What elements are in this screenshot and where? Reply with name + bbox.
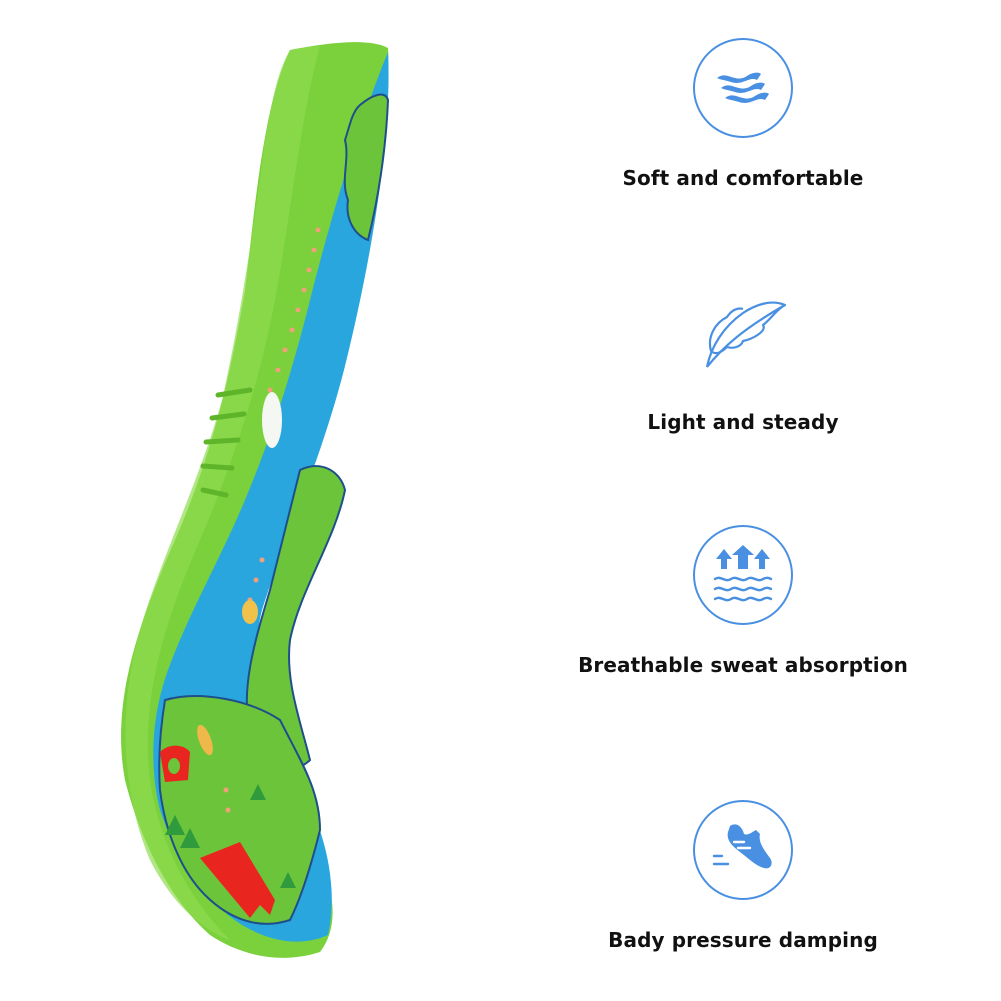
- breathable-arrows-icon: [713, 545, 773, 602]
- feature-badge: [693, 800, 793, 900]
- feature-soft-comfortable: Soft and comfortable: [533, 38, 953, 190]
- feature-label: Light and steady: [647, 410, 839, 434]
- insole-product-image: [121, 42, 390, 958]
- feature-label: Soft and comfortable: [622, 166, 864, 190]
- feature-badge: [693, 282, 793, 382]
- feather-icon: [705, 301, 787, 368]
- insole-illustration: [121, 42, 390, 958]
- running-shoe-icon: [712, 824, 772, 869]
- waves-icon: [717, 72, 769, 103]
- feature-label: Breathable sweat absorption: [578, 653, 908, 677]
- feature-pressure-damping: Bady pressure damping: [533, 800, 953, 952]
- feature-badge: [693, 38, 793, 138]
- feature-badge: [693, 525, 793, 625]
- feature-label: Bady pressure damping: [608, 928, 878, 952]
- feature-light-steady: Light and steady: [533, 282, 953, 434]
- feature-breathable: Breathable sweat absorption: [533, 525, 953, 677]
